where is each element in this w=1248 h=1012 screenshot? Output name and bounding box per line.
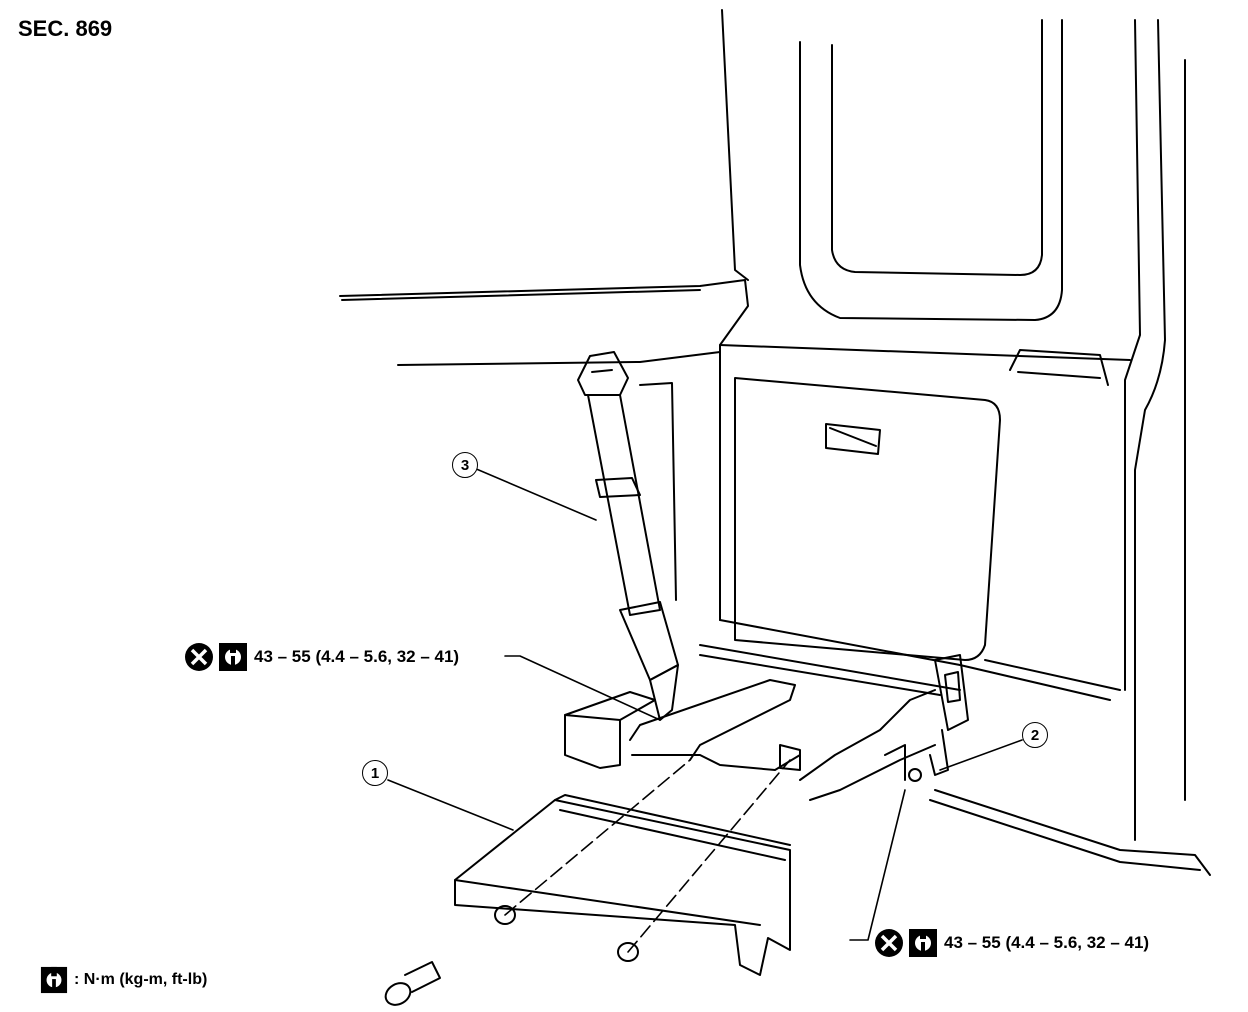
alignment-lines [504,759,791,953]
buckle [908,654,969,782]
seat-cushion [454,794,791,976]
torque-value: 43 – 55 (4.4 – 5.6, 32 – 41) [254,647,460,666]
legend-text: : N·m (kg-m, ft-lb) [74,971,208,988]
bolt [384,961,441,1006]
callout-3: 3 [452,452,478,478]
do-not-reuse-icon [875,929,903,957]
body-side-panel [339,9,1186,841]
torque-wrench-icon [219,643,247,671]
torque-spec-belt-anchor: 43 – 55 (4.4 – 5.6, 32 – 41) [184,642,459,672]
seat-belt-webbing [577,351,679,721]
legend: : N·m (kg-m, ft-lb) [40,966,207,994]
seat-back-panel [699,377,1121,701]
section-title: SEC. 869 [18,16,113,41]
torque-wrench-icon [40,966,68,994]
callout-2: 2 [1022,722,1048,748]
torque-wrench-icon [909,929,937,957]
seat-base [564,679,1211,876]
callout-1: 1 [362,760,388,786]
torque-value: 43 – 55 (4.4 – 5.6, 32 – 41) [944,933,1150,952]
leader-lines [387,467,1023,941]
torque-spec-buckle: 43 – 55 (4.4 – 5.6, 32 – 41) [874,928,1149,958]
do-not-reuse-icon [185,643,213,671]
